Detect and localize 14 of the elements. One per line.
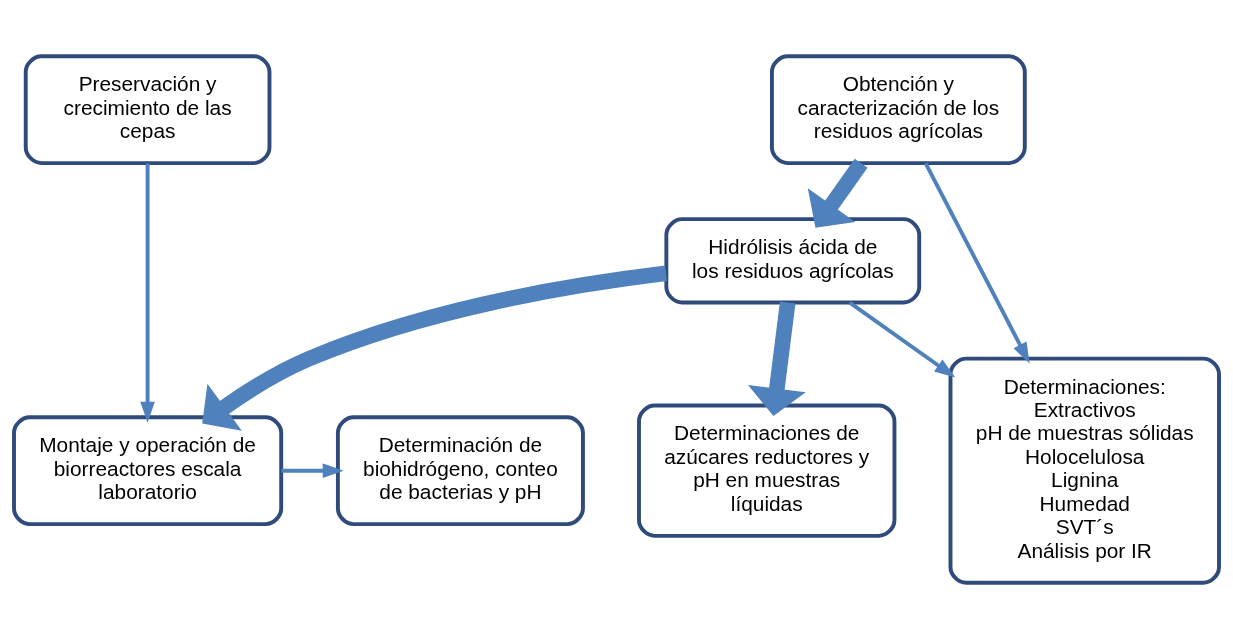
arrow bbox=[923, 162, 1030, 364]
node-box: Obtención y caracterización de los residuos agrícolas bbox=[769, 54, 1027, 166]
node-box: Determinaciones: Extractivos pH de muestras sólidas Holocelulosa Lignina Humedad SVT´s Análisis por IR bbox=[948, 356, 1221, 585]
arrow bbox=[807, 158, 868, 228]
arrow bbox=[202, 265, 667, 431]
node-box: Determinaciones de azúcares reductores y pH en muestras líquidas bbox=[637, 403, 897, 538]
arrow bbox=[140, 163, 155, 423]
node-box: Hidrólisis ácida de los residuos agrícolas bbox=[664, 217, 922, 305]
arrow bbox=[747, 301, 806, 417]
node-box: Preservación y crecimiento de las cepas bbox=[23, 54, 272, 166]
arrow bbox=[848, 301, 956, 378]
node-box: Determinación de biohidrógeno, conteo de bacterias y pH bbox=[335, 415, 585, 527]
arrow bbox=[281, 463, 344, 478]
node-box: Montaje y operación de biorreactores escala laboratorio bbox=[12, 415, 284, 527]
